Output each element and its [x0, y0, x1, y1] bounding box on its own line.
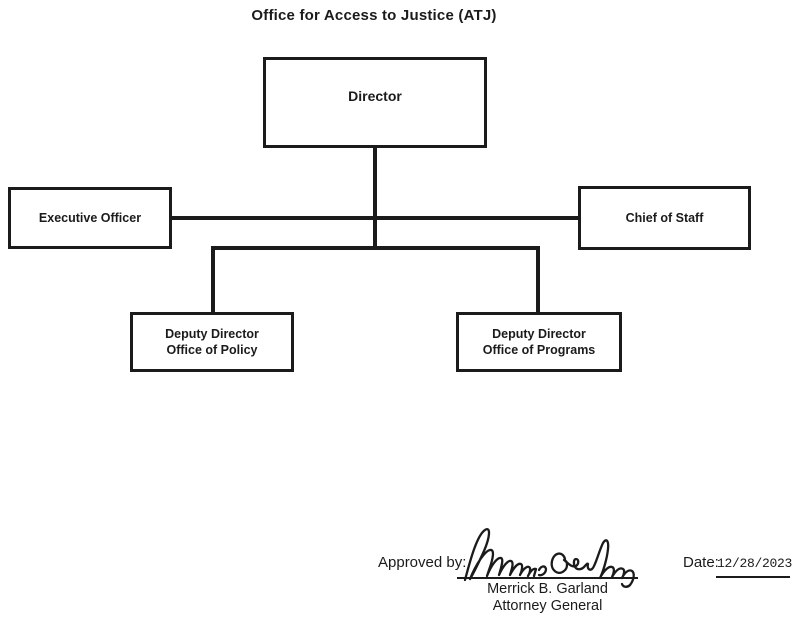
org-box-director: Director	[263, 57, 487, 148]
org-box-chief-of-staff-label: Chief of Staff	[625, 210, 704, 225]
org-box-chief-of-staff: Chief of Staff	[578, 186, 751, 250]
connector-policy-drop	[211, 246, 215, 314]
date-label: Date:	[683, 554, 719, 571]
date-underline	[716, 576, 790, 578]
date-value: 12/28/2023	[717, 556, 793, 571]
org-box-deputy-director-policy: Deputy Director Office of Policy	[130, 312, 294, 372]
org-box-deputy-director-programs: Deputy Director Office of Programs	[456, 312, 622, 372]
org-box-director-label: Director	[348, 88, 402, 105]
signature-handwriting-icon	[463, 528, 635, 588]
org-box-deputy-director-policy-line1: Deputy Director	[165, 326, 259, 341]
signer-title: Attorney General	[492, 598, 603, 614]
org-box-deputy-director-programs-line1: Deputy Director	[492, 326, 586, 341]
connector-director-vertical	[373, 146, 377, 250]
org-box-executive-officer-label: Executive Officer	[38, 210, 142, 225]
org-box-executive-officer: Executive Officer	[8, 187, 172, 249]
signature-line	[457, 577, 638, 579]
page-title: Office for Access to Justice (ATJ)	[251, 7, 497, 24]
org-box-deputy-director-programs-line2: Office of Programs	[482, 343, 596, 357]
signer-name: Merrick B. Garland	[487, 581, 608, 597]
connector-staff-horizontal	[172, 216, 578, 220]
org-box-deputy-director-policy-line2: Office of Policy	[166, 343, 258, 357]
connector-programs-drop	[536, 246, 540, 314]
approved-by-label: Approved by:	[378, 554, 467, 571]
connector-deputies-horizontal	[211, 246, 540, 250]
